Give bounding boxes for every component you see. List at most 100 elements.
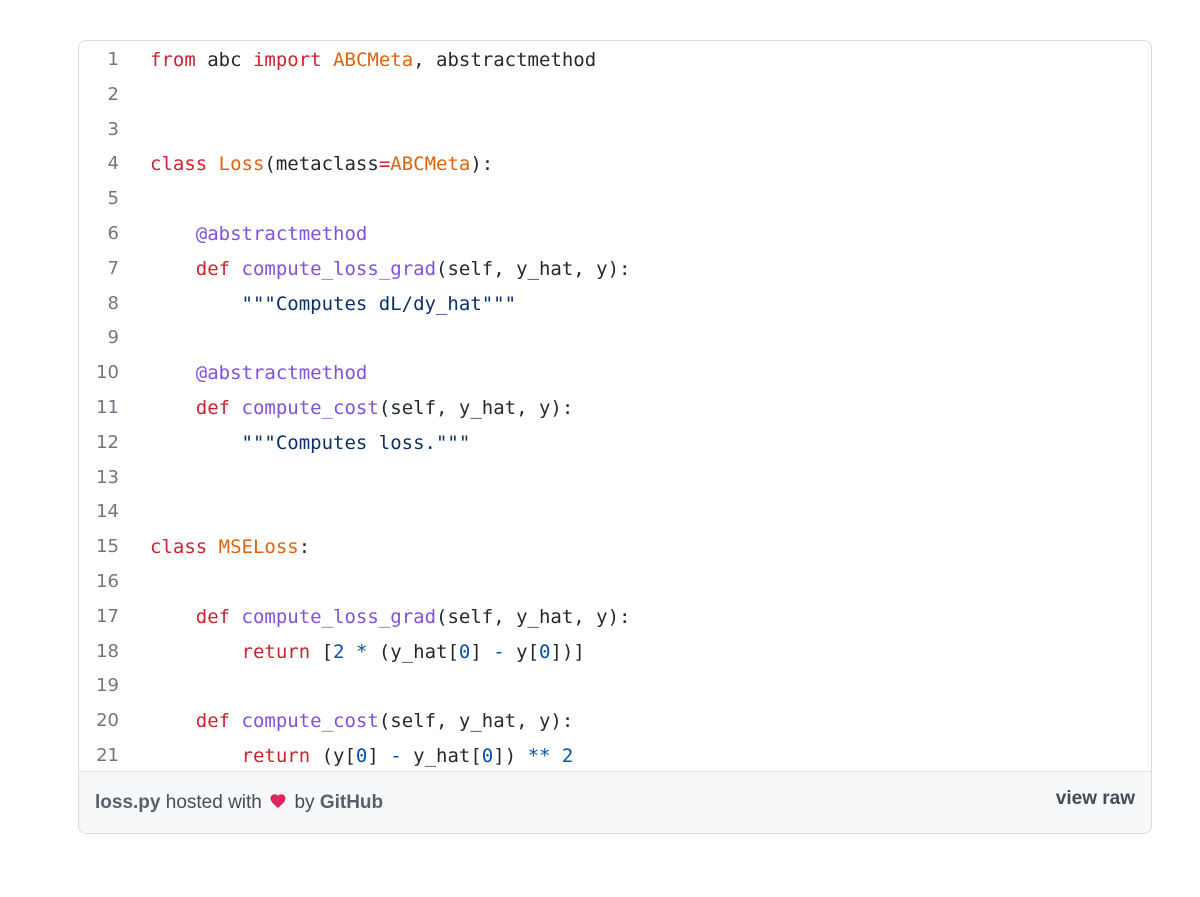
code-line: 8 """Computes dL/dy_hat""" <box>79 287 1151 322</box>
code-token: = <box>378 153 391 176</box>
code-text: """Computes dL/dy_hat""" <box>150 287 517 322</box>
line-number[interactable]: 21 <box>96 744 119 766</box>
code-token: return <box>241 640 311 663</box>
code-line: 10 @abstractmethod <box>79 356 1151 391</box>
code-token <box>150 745 242 767</box>
line-number[interactable]: 18 <box>96 640 119 662</box>
code-token: MSELoss <box>218 536 299 559</box>
code-text: return [2 * (y_hat[0] - y[0])] <box>150 635 585 670</box>
code-token <box>150 710 196 732</box>
code-line: 11 def compute_cost(self, y_hat, y): <box>79 391 1151 426</box>
code-token: (self, y_hat, y): <box>378 710 574 733</box>
code-line: 6 @abstractmethod <box>79 217 1151 252</box>
code-text: """Computes loss.""" <box>150 426 471 461</box>
hosted-with-text: hosted with <box>165 792 262 813</box>
code-token: y_hat[ <box>401 744 482 767</box>
line-number[interactable]: 14 <box>96 501 119 523</box>
line-number[interactable]: 19 <box>96 675 119 697</box>
code-token <box>345 641 356 663</box>
line-number[interactable]: 16 <box>96 570 119 592</box>
heart-icon <box>270 794 286 809</box>
gist-embed: 1 from abc import ABCMeta, abstractmethod… <box>78 40 1152 834</box>
line-number[interactable]: 7 <box>107 257 119 279</box>
code-line: 20 def compute_cost(self, y_hat, y): <box>79 704 1151 739</box>
code-text: from abc import ABCMeta, abstractmethod <box>150 43 596 78</box>
code-token: ** <box>527 744 551 767</box>
code-token <box>150 223 196 245</box>
code-line: 17 def compute_loss_grad(self, y_hat, y)… <box>79 600 1151 635</box>
line-number[interactable]: 20 <box>96 710 119 732</box>
code-token: 0 <box>458 640 471 663</box>
code-token: def <box>195 396 231 419</box>
github-link[interactable]: GitHub <box>319 792 384 813</box>
by-text: by <box>294 792 315 813</box>
code-token: y[ <box>504 640 540 663</box>
code-line: 13 <box>79 461 1151 496</box>
code-line: 19 <box>79 669 1151 704</box>
code-text: def compute_cost(self, y_hat, y): <box>150 704 574 739</box>
code-token: return <box>241 744 311 767</box>
code-token: @abstractmethod <box>195 222 368 245</box>
line-number[interactable]: 17 <box>96 605 119 627</box>
code-token: - <box>493 640 505 663</box>
code-token: : <box>298 536 311 559</box>
code-token <box>230 710 241 732</box>
code-token: (y[ <box>310 744 356 767</box>
line-number[interactable]: 12 <box>96 431 119 453</box>
code-token: ])] <box>550 640 585 663</box>
line-number[interactable]: 13 <box>96 466 119 488</box>
code-line: 9 <box>79 321 1151 356</box>
code-text: def compute_loss_grad(self, y_hat, y): <box>150 600 631 635</box>
code-line: 21 return (y[0] - y_hat[0]) ** 2 <box>79 739 1151 774</box>
code-token: 2 <box>333 640 345 663</box>
code-line: 1 from abc import ABCMeta, abstractmethod <box>79 43 1151 78</box>
code-token <box>150 641 242 663</box>
line-number[interactable]: 3 <box>107 118 119 140</box>
line-number[interactable]: 1 <box>107 49 119 70</box>
code-token: 0 <box>481 744 494 767</box>
code-text: class Loss(metaclass=ABCMeta): <box>150 147 493 182</box>
code-line: 12 """Computes loss.""" <box>79 426 1151 461</box>
code-token: class <box>150 153 208 176</box>
code-token: ): <box>470 153 494 176</box>
code-text: def compute_cost(self, y_hat, y): <box>150 391 574 426</box>
line-number[interactable]: 10 <box>96 362 119 384</box>
code-token: class <box>150 536 208 559</box>
code-token: def <box>195 257 231 280</box>
code-token: Loss <box>218 153 265 176</box>
line-number[interactable]: 9 <box>107 327 119 349</box>
code-token: 2 <box>561 744 574 767</box>
code-token: from <box>150 49 196 71</box>
code-line: 7 def compute_loss_grad(self, y_hat, y): <box>79 252 1151 287</box>
code-token: - <box>390 744 402 767</box>
line-number[interactable]: 2 <box>107 83 119 105</box>
gist-footer: loss.py hosted with by GitHub view raw <box>79 771 1151 833</box>
view-raw-link[interactable]: view raw <box>1055 788 1135 809</box>
code-token: compute_loss_grad <box>241 605 437 628</box>
line-number[interactable]: 5 <box>107 188 119 210</box>
file-name-link[interactable]: loss.py <box>95 792 161 813</box>
code-token: (self, y_hat, y): <box>436 257 631 280</box>
code-token <box>322 49 333 71</box>
code-token: """Computes loss.""" <box>241 431 471 454</box>
code-token <box>150 362 196 384</box>
code-token: def <box>195 710 231 733</box>
code-token: [ <box>310 640 334 663</box>
code-token <box>207 153 218 175</box>
line-number[interactable]: 4 <box>107 153 119 175</box>
code-line: 2 <box>79 78 1151 113</box>
code-token: 0 <box>539 640 551 663</box>
code-token: (self, y_hat, y): <box>436 605 631 628</box>
line-number[interactable]: 6 <box>107 222 119 244</box>
line-number[interactable]: 15 <box>96 536 119 558</box>
code-token <box>207 536 218 558</box>
code-token <box>230 397 241 419</box>
code-token: , abstractmethod <box>413 49 597 71</box>
code-token: (y_hat[ <box>367 640 459 663</box>
code-token: ABCMeta <box>390 153 471 176</box>
code-text: class MSELoss: <box>150 530 310 565</box>
line-number[interactable]: 11 <box>96 396 119 418</box>
line-number[interactable]: 8 <box>107 292 119 314</box>
code-token: compute_cost <box>241 710 379 733</box>
